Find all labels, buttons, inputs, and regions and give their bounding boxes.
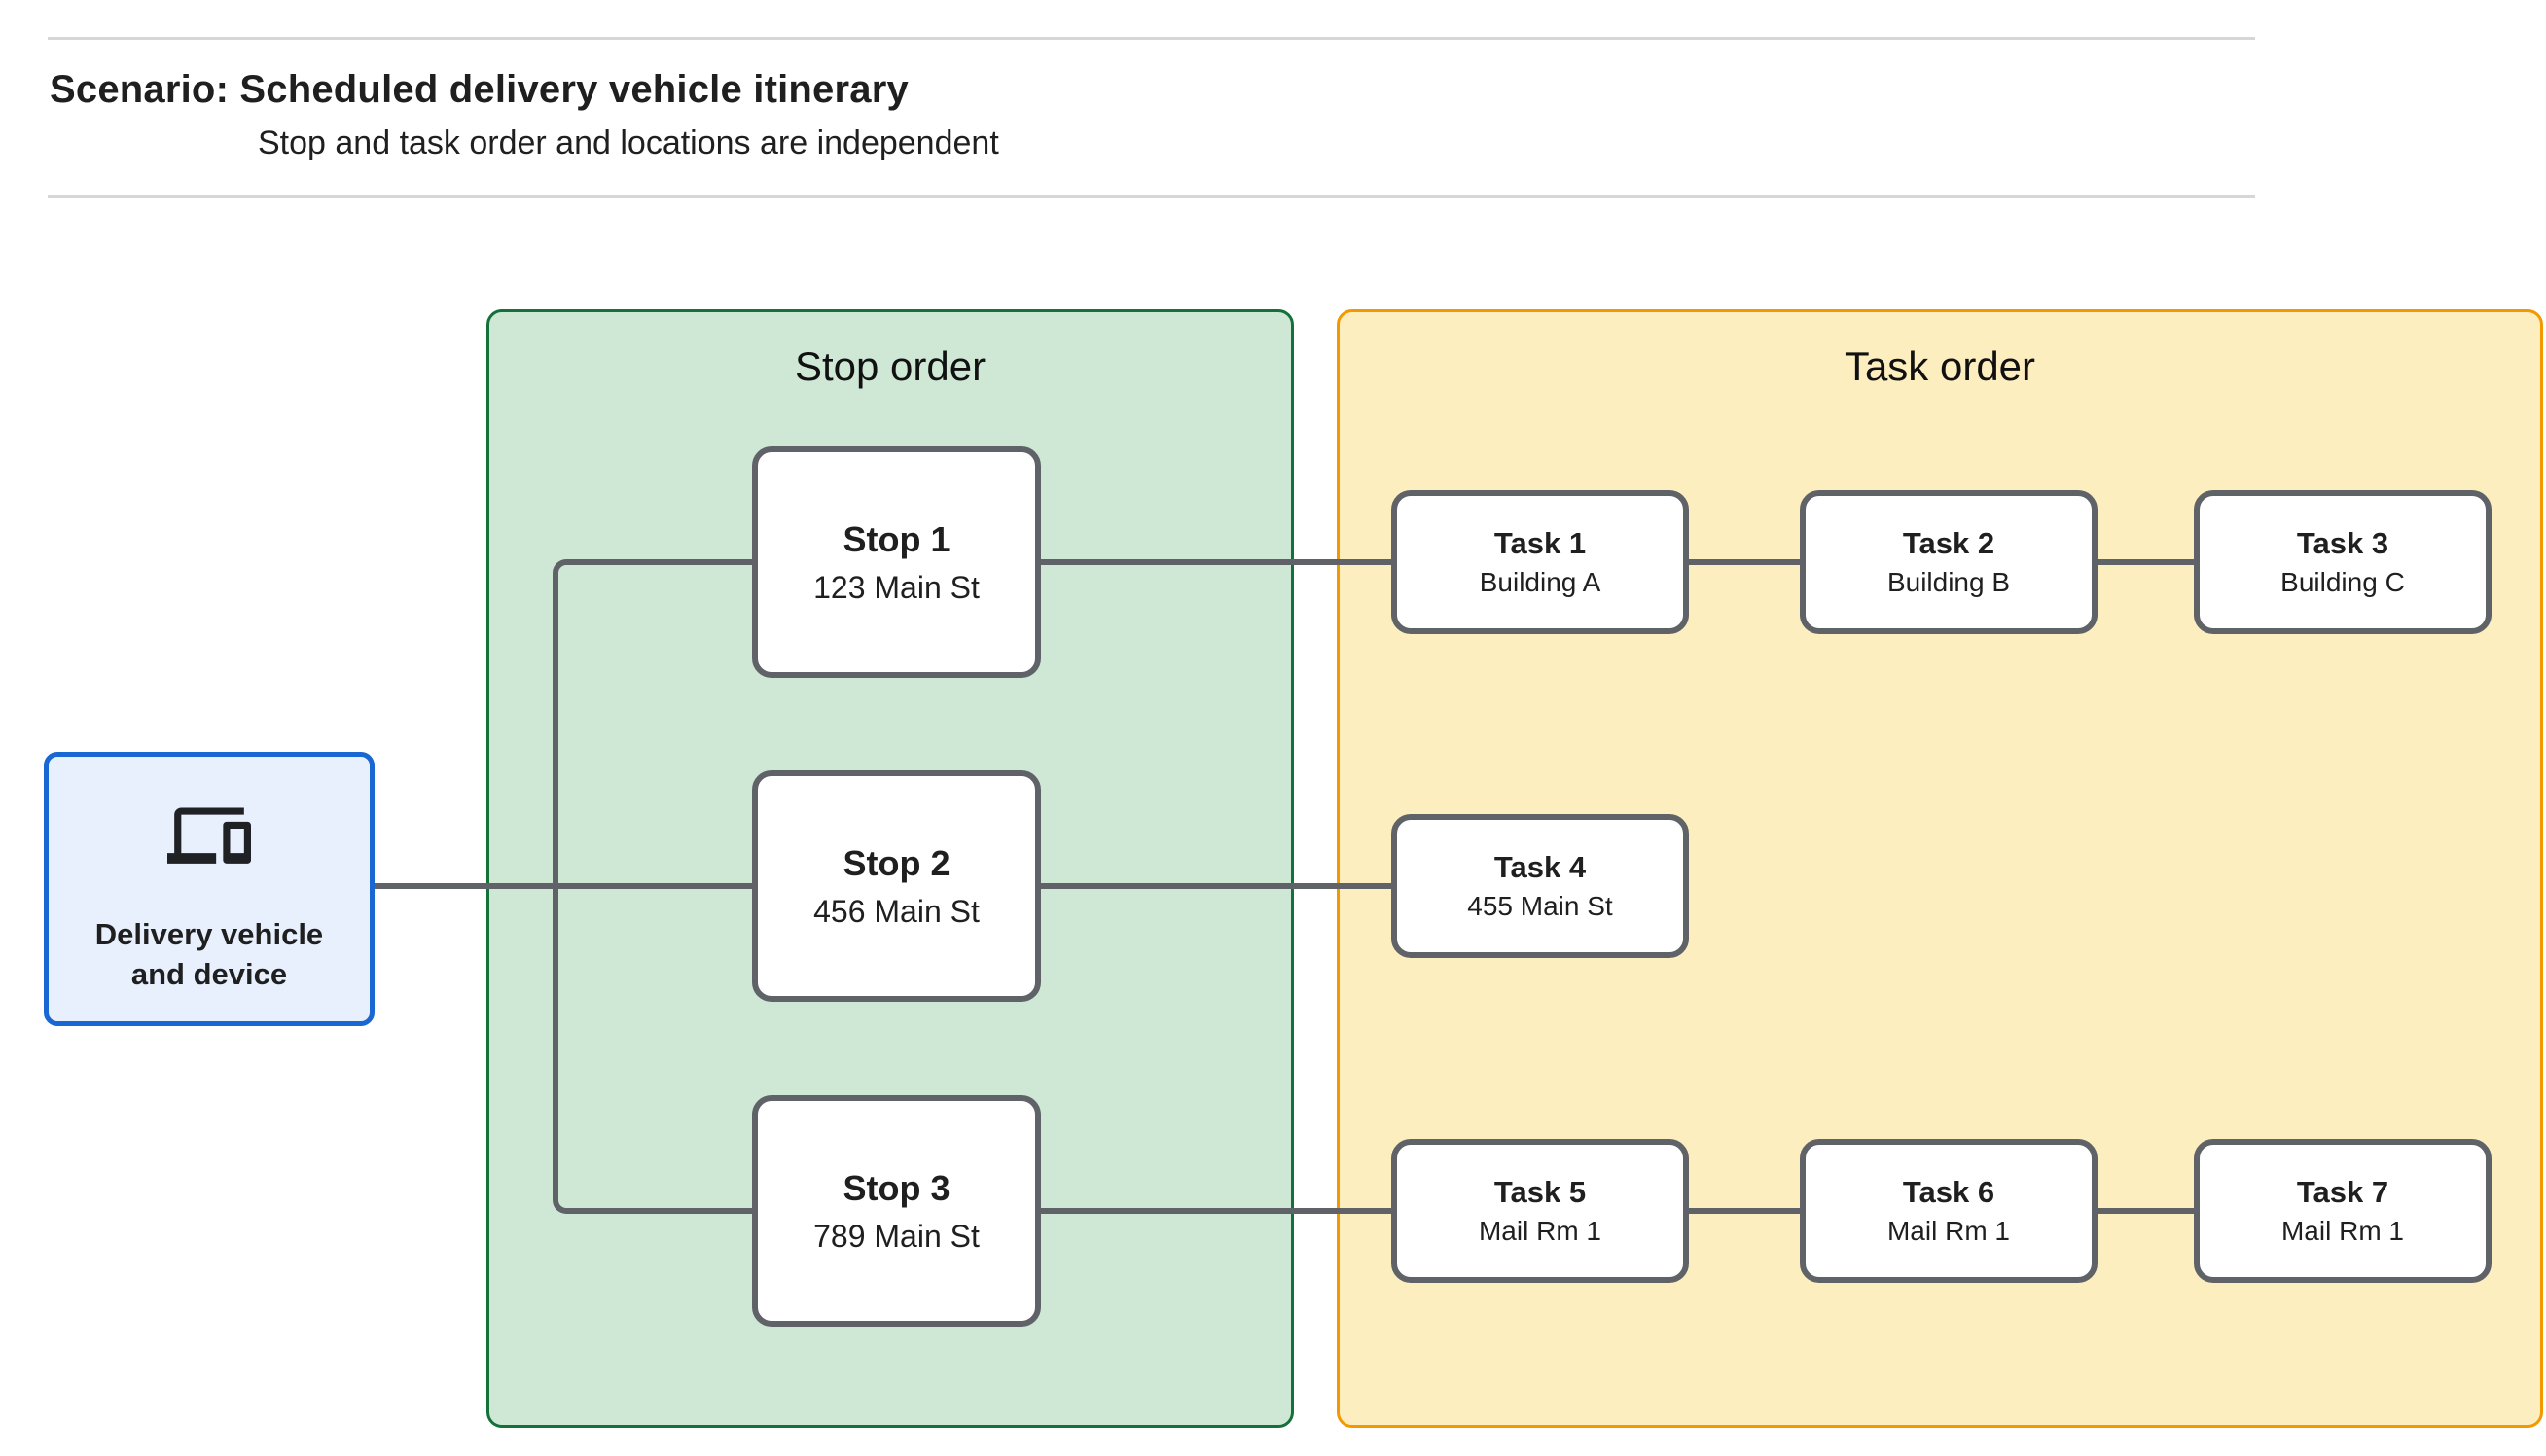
delivery-vehicle-node: Delivery vehicle and device xyxy=(44,752,375,1026)
connector-vehicle-to-stop2 xyxy=(370,883,755,889)
task-7-node: Task 7 Mail Rm 1 xyxy=(2194,1139,2492,1283)
task-name: Task 4 xyxy=(1493,850,1587,884)
task-location: Building B xyxy=(1886,567,2011,597)
connector-task6-to-task7 xyxy=(2094,1208,2199,1214)
task-name: Task 6 xyxy=(1902,1175,1995,1209)
task-name: Task 5 xyxy=(1493,1175,1587,1209)
stop-location: 789 Main St xyxy=(813,1218,980,1254)
stop-3-node: Stop 3 789 Main St xyxy=(752,1095,1041,1327)
connector-stop2-to-task4 xyxy=(1037,883,1395,889)
task-2-node: Task 2 Building B xyxy=(1800,490,2098,634)
task-3-node: Task 3 Building C xyxy=(2194,490,2492,634)
task-5-node: Task 5 Mail Rm 1 xyxy=(1391,1139,1689,1283)
task-name: Task 3 xyxy=(2296,526,2389,560)
stop-name: Stop 2 xyxy=(843,842,950,883)
connector-task1-to-task2 xyxy=(1685,559,1804,565)
task-location: Mail Rm 1 xyxy=(1886,1216,2010,1246)
connector-stop1-to-task1 xyxy=(1037,559,1395,565)
page-title: Scenario: Scheduled delivery vehicle iti… xyxy=(50,68,909,111)
stop-1-node: Stop 1 123 Main St xyxy=(752,446,1041,678)
task-name: Task 2 xyxy=(1902,526,1995,560)
stop-location: 123 Main St xyxy=(813,569,980,605)
task-location: Mail Rm 1 xyxy=(2280,1216,2404,1246)
stop-name: Stop 1 xyxy=(843,518,950,559)
task-name: Task 1 xyxy=(1493,526,1587,560)
task-order-title: Task order xyxy=(1844,343,2036,389)
devices-icon xyxy=(167,794,251,864)
header-divider xyxy=(48,195,2255,198)
task-location: Mail Rm 1 xyxy=(1478,1216,1601,1246)
stop-order-title: Stop order xyxy=(794,343,986,389)
connector-task5-to-task6 xyxy=(1685,1208,1804,1214)
task-name: Task 7 xyxy=(2296,1175,2389,1209)
task-location: Building C xyxy=(2280,567,2405,597)
task-6-node: Task 6 Mail Rm 1 xyxy=(1800,1139,2098,1283)
stop-name: Stop 3 xyxy=(843,1167,950,1208)
stop-2-node: Stop 2 456 Main St xyxy=(752,770,1041,1002)
task-1-node: Task 1 Building A xyxy=(1391,490,1689,634)
stop-location: 456 Main St xyxy=(813,893,980,929)
connector-stop3-to-task5 xyxy=(1037,1208,1395,1214)
connector-task2-to-task3 xyxy=(2094,559,2199,565)
vehicle-node-label: Delivery vehicle and device xyxy=(94,917,324,992)
task-4-node: Task 4 455 Main St xyxy=(1391,814,1689,958)
top-divider xyxy=(48,37,2255,40)
task-location: Building A xyxy=(1479,567,1601,597)
page-subtitle: Stop and task order and locations are in… xyxy=(258,124,999,161)
task-location: 455 Main St xyxy=(1467,891,1613,921)
